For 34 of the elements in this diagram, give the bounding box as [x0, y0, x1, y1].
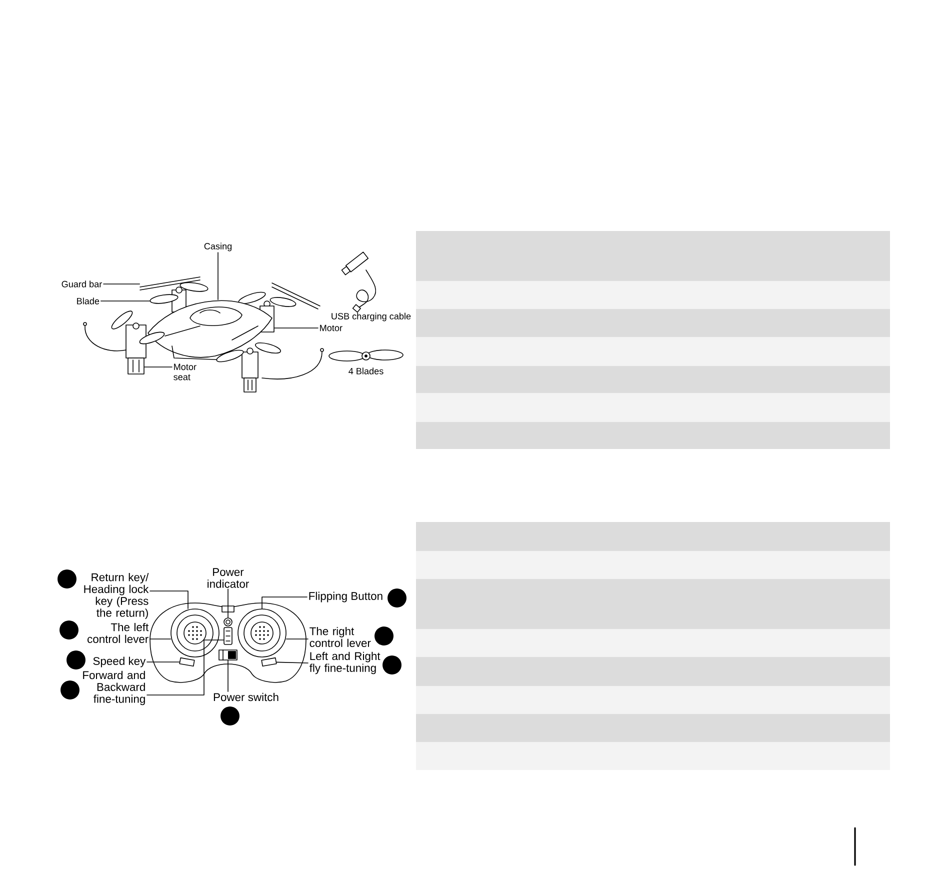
part-label: Motor seat	[174, 364, 196, 380]
propeller-blade	[150, 294, 178, 304]
leader-line	[144, 366, 172, 368]
part-label: Blade	[77, 298, 100, 304]
part-label: Motor	[320, 324, 342, 332]
speed-key	[179, 657, 195, 667]
leader-line	[100, 300, 150, 302]
caption: USB charging cable	[332, 312, 411, 322]
indicator-light	[224, 618, 232, 626]
trim-button	[261, 657, 277, 667]
leader-line	[150, 638, 171, 640]
part-label: Speed key	[93, 656, 146, 668]
control-stick	[238, 608, 286, 658]
leader-line	[286, 638, 308, 640]
part-label: Return key/ Heading lock key (Press the return)	[84, 572, 149, 620]
motor-seat	[244, 378, 256, 392]
power-switch	[218, 650, 238, 660]
guard-bar	[140, 276, 200, 290]
part-label: Power indicator	[208, 568, 249, 588]
part-label: Flipping Button	[309, 592, 382, 602]
caption: 4 Blades	[348, 368, 384, 374]
leader-line	[150, 590, 188, 609]
motor-seat	[128, 358, 144, 374]
leader-line	[146, 640, 224, 696]
part-label: The left control lever	[88, 622, 149, 644]
part-label: The right control lever	[310, 626, 371, 648]
part-label: Left and Right fly fine-tuning	[310, 652, 380, 674]
part-label: Power switch	[214, 692, 278, 702]
leader-line	[276, 662, 308, 664]
control-stick	[170, 608, 220, 658]
leader-line	[262, 596, 308, 609]
part-label: Guard bar	[62, 280, 102, 288]
part-label: Casing	[204, 242, 232, 252]
part-label: Forward and Backward fine-tuning	[83, 670, 145, 706]
